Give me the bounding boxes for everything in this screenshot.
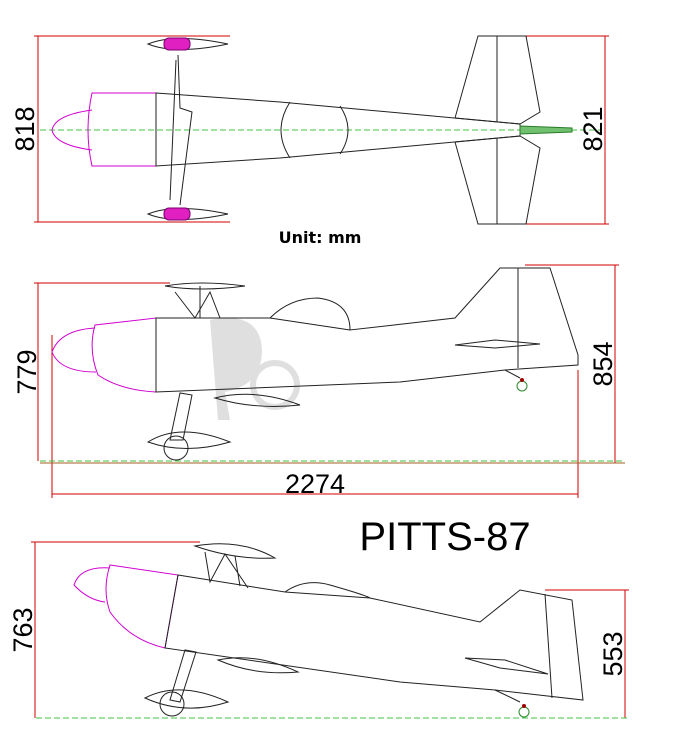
rc-watermark <box>210 318 300 420</box>
side-lower-wing <box>213 393 301 407</box>
side-main-wheel <box>163 435 189 461</box>
top-stabilizer-lower <box>454 135 541 225</box>
side-tail-wheel <box>516 380 528 392</box>
unit-label: Unit: mm <box>279 228 362 247</box>
side-view: 779 854 2274 <box>12 264 625 499</box>
angled-view: 763 553 <box>8 541 630 719</box>
angled-fuselage <box>164 574 584 701</box>
angled-cabane-struts <box>204 551 249 589</box>
top-view: 818 821 Unit: mm <box>10 35 609 247</box>
top-spinner <box>51 109 93 151</box>
top-cockpit <box>280 101 349 159</box>
top-rudder-trim <box>519 125 573 135</box>
side-gear-leg <box>169 392 193 441</box>
side-fuselage <box>155 267 579 393</box>
side-length-dimension: 2274 <box>285 469 345 499</box>
angled-spinner <box>73 567 111 603</box>
side-cowl <box>91 317 157 393</box>
top-stabilizer-upper <box>454 35 541 125</box>
angled-right-dimension: 553 <box>598 631 628 676</box>
top-left-dimension: 818 <box>10 106 40 151</box>
angled-lower-wing <box>216 657 300 674</box>
angled-stabilizer <box>464 657 549 675</box>
side-cabane-struts <box>174 286 221 319</box>
angled-wheel-pant <box>143 689 230 709</box>
top-gear-struts <box>169 54 193 206</box>
side-right-dimension: 854 <box>588 341 618 386</box>
angled-left-dimension: 763 <box>8 607 38 652</box>
side-upper-wing <box>164 282 246 290</box>
side-wheel-pant <box>146 431 232 449</box>
side-stabilizer <box>454 339 541 349</box>
top-cowl <box>87 92 157 167</box>
model-title: PITTS-87 <box>359 515 530 559</box>
angled-tail-wheel <box>518 706 530 718</box>
side-left-dimension: 779 <box>12 349 42 394</box>
angled-main-wheel <box>159 691 185 717</box>
top-right-dimension: 821 <box>578 106 608 151</box>
angled-gear-leg <box>169 649 197 703</box>
angled-cowl <box>105 564 179 649</box>
angled-upper-wing <box>193 543 277 559</box>
angled-rudder-hinge <box>544 593 553 699</box>
side-spinner <box>51 327 97 373</box>
